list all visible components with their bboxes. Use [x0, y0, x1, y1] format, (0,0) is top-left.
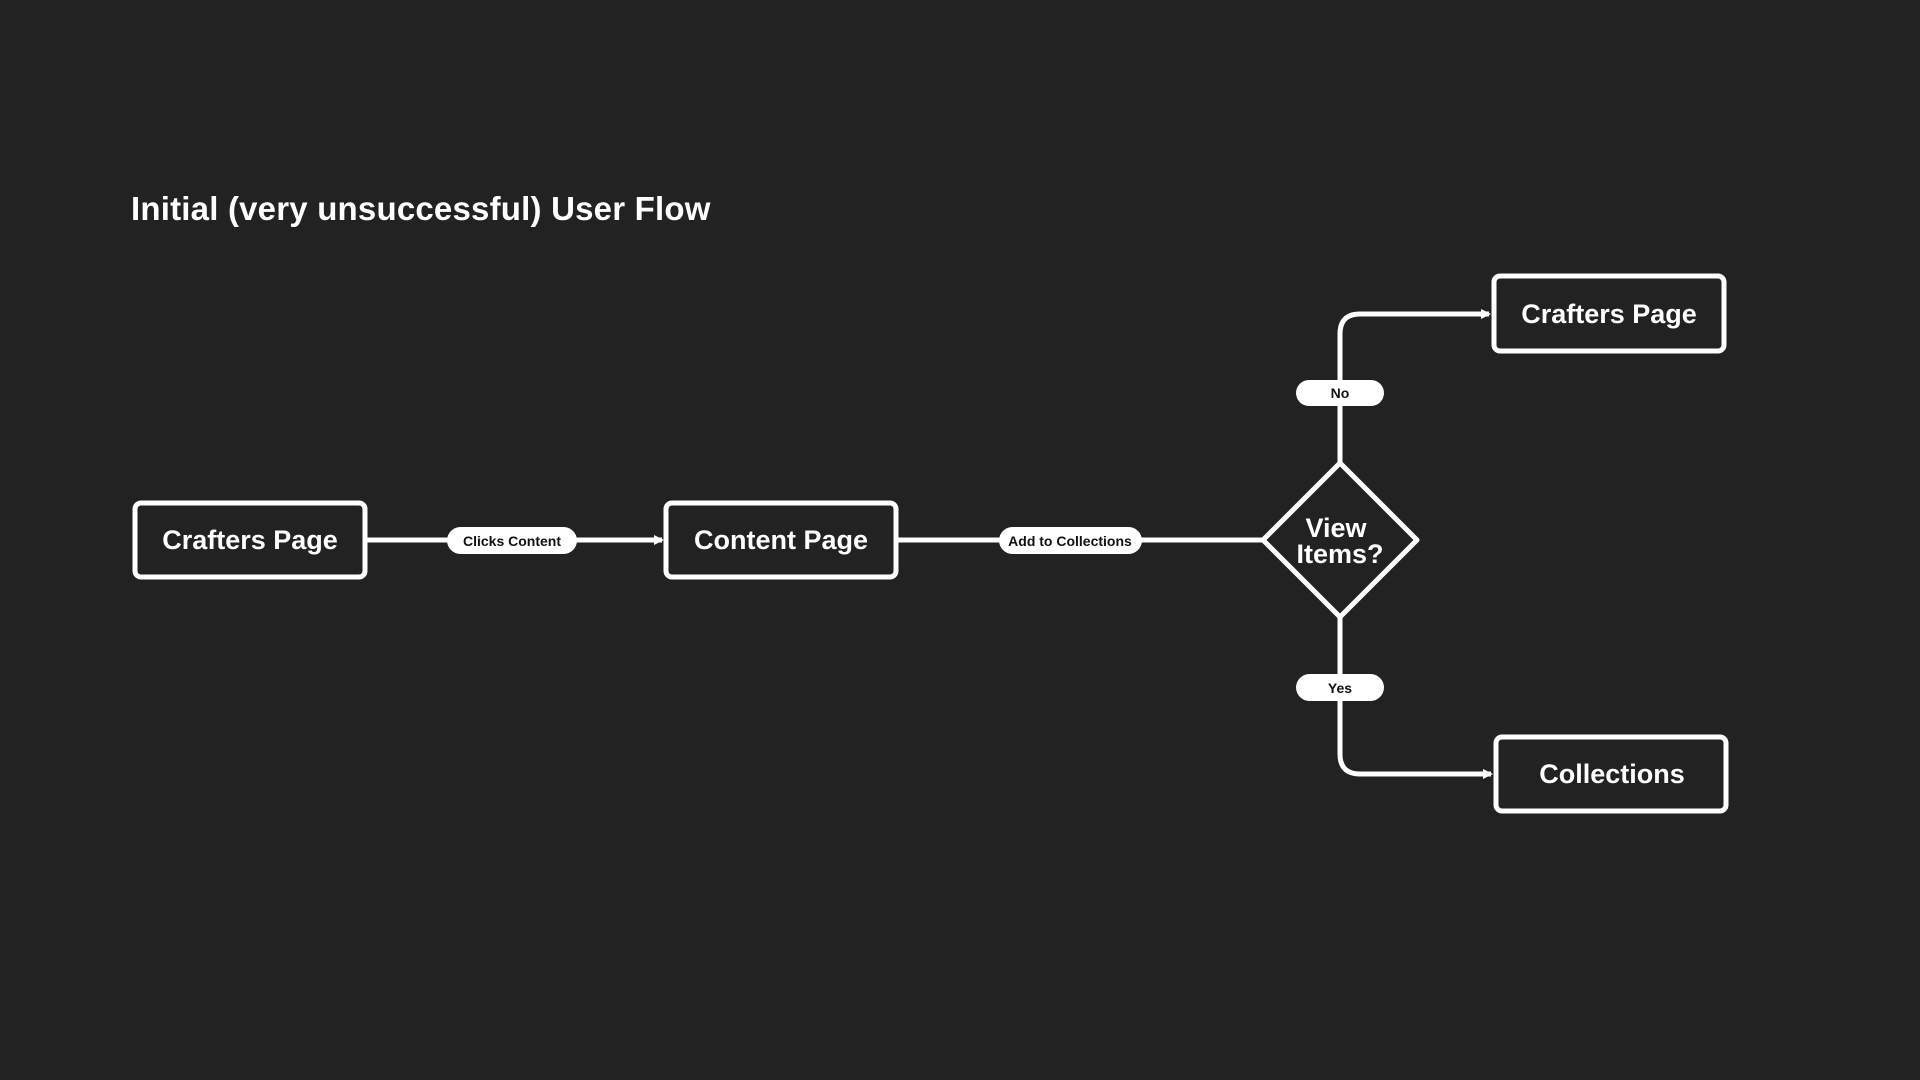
node-label: Crafters Page: [1521, 299, 1697, 329]
decision-label-line1: View: [1305, 513, 1367, 543]
node-label: Collections: [1539, 759, 1685, 789]
edge-label-clicks-content: Clicks Content: [447, 527, 577, 554]
node-crafters-page-no: Crafters Page: [1491, 273, 1727, 354]
edge-label-text: Yes: [1328, 680, 1352, 696]
node-collections: Collections: [1493, 734, 1729, 814]
decision-view-items: View Items?: [1260, 460, 1420, 620]
node-crafters-page-start: Crafters Page: [132, 500, 368, 580]
node-label: Content Page: [694, 525, 868, 555]
decision-label-line2: Items?: [1296, 539, 1383, 569]
edge-decision-no: [1337, 309, 1491, 462]
edge-label-text: No: [1331, 385, 1350, 401]
edge-label-no: No: [1296, 380, 1384, 406]
node-label: Crafters Page: [162, 525, 338, 555]
node-content-page: Content Page: [663, 500, 899, 580]
edge-label-add-to-collections: Add to Collections: [999, 527, 1142, 554]
page-title: Initial (very unsuccessful) User Flow: [131, 190, 711, 227]
edge-label-text: Clicks Content: [463, 533, 561, 549]
edge-label-text: Add to Collections: [1008, 533, 1132, 549]
edge-label-yes: Yes: [1296, 674, 1384, 701]
edge-decision-yes: [1337, 618, 1493, 779]
